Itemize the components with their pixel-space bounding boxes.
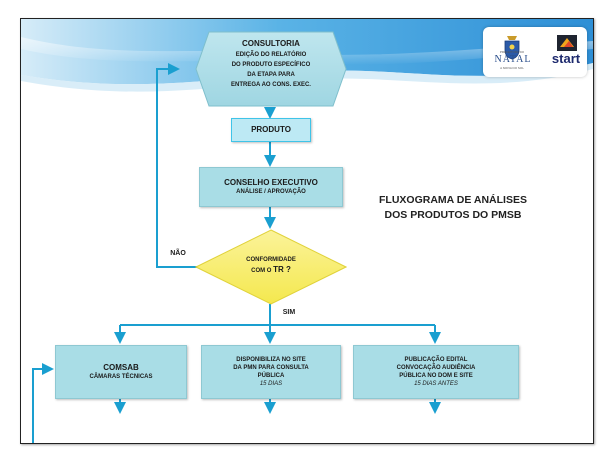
disponibiliza-line-2: DA PMN PARA CONSULTA [233, 365, 309, 371]
connectors [32, 63, 441, 443]
disponibiliza-note: 15 DIAS [259, 381, 283, 387]
comsab-subtitle: CÂMARAS TÉCNICAS [89, 374, 153, 380]
start-mark-icon [557, 35, 577, 51]
publicacao-line-2: CONVOCAÇÃO AUDIÊNCIA [396, 365, 476, 371]
conselho-title: CONSELHO EXECUTIVO [224, 178, 318, 187]
natal-sub-text: A NOIVA DO SOL [500, 66, 524, 70]
publicacao-line-3: PÚBLICA NO DOM E SITE [399, 373, 473, 379]
label-nao: NÃO [170, 250, 186, 257]
title-line-1: FLUXOGRAMA DE ANÁLISES [379, 194, 527, 206]
publicacao-line-1: PUBLICAÇÃO EDITAL [404, 357, 468, 363]
natal-crest-icon [504, 36, 520, 60]
decision-line-1: CONFORMIDADE [246, 257, 296, 263]
comsab-title: COMSAB [103, 363, 139, 372]
disponibiliza-box: DISPONIBILIZA NO SITE DA PMN PARA CONSUL… [201, 345, 341, 399]
consultoria-title: CONSULTORIA [242, 39, 300, 48]
produto-box: PRODUTO [231, 118, 311, 142]
logos-card: PREFEITURA DO NATAL A NOIVA DO SOL start [483, 27, 587, 77]
natal-logo-text: NATAL [494, 54, 532, 65]
consultoria-line-1: EDIÇÃO DO RELATÓRIO [235, 52, 307, 58]
consultoria-hexagon [195, 31, 347, 107]
decision-line-2-bold: TR ? [273, 265, 291, 274]
decision-line-2-prefix: COM O [251, 268, 274, 274]
produto-label: PRODUTO [251, 125, 291, 134]
comsab-box: COMSAB CÂMARAS TÉCNICAS [55, 345, 187, 399]
consultoria-line-3: DA ETAPA PARA [247, 72, 295, 78]
start-logo-text: start [551, 51, 581, 66]
disponibiliza-line-3: PÚBLICA [257, 373, 285, 379]
arrow-nao-loop [156, 63, 197, 268]
publicacao-box: PUBLICAÇÃO EDITAL CONVOCAÇÃO AUDIÊNCIA P… [353, 345, 519, 399]
slide: PREFEITURA DO NATAL A NOIVA DO SOL start [20, 18, 594, 444]
decision-diamond [195, 229, 347, 305]
conselho-box: CONSELHO EXECUTIVO ANÁLISE / APROVAÇÃO [199, 167, 343, 207]
conselho-subtitle: ANÁLISE / APROVAÇÃO [236, 189, 306, 195]
decision-line-2: COM O TR ? [195, 265, 347, 276]
publicacao-note: 15 DIAS ANTES [414, 381, 458, 387]
arrow-loop-comsab [32, 363, 54, 443]
natal-small-text: PREFEITURA DO [499, 50, 525, 54]
consultoria-line-4: ENTREGA AO CONS. EXEC. [231, 82, 311, 88]
title-line-2: DOS PRODUTOS DO PMSB [384, 209, 522, 221]
label-sim: SIM [282, 309, 296, 316]
disponibiliza-line-1: DISPONIBILIZA NO SITE [236, 357, 306, 363]
consultoria-line-2: DO PRODUTO ESPECÍFICO [231, 62, 311, 68]
